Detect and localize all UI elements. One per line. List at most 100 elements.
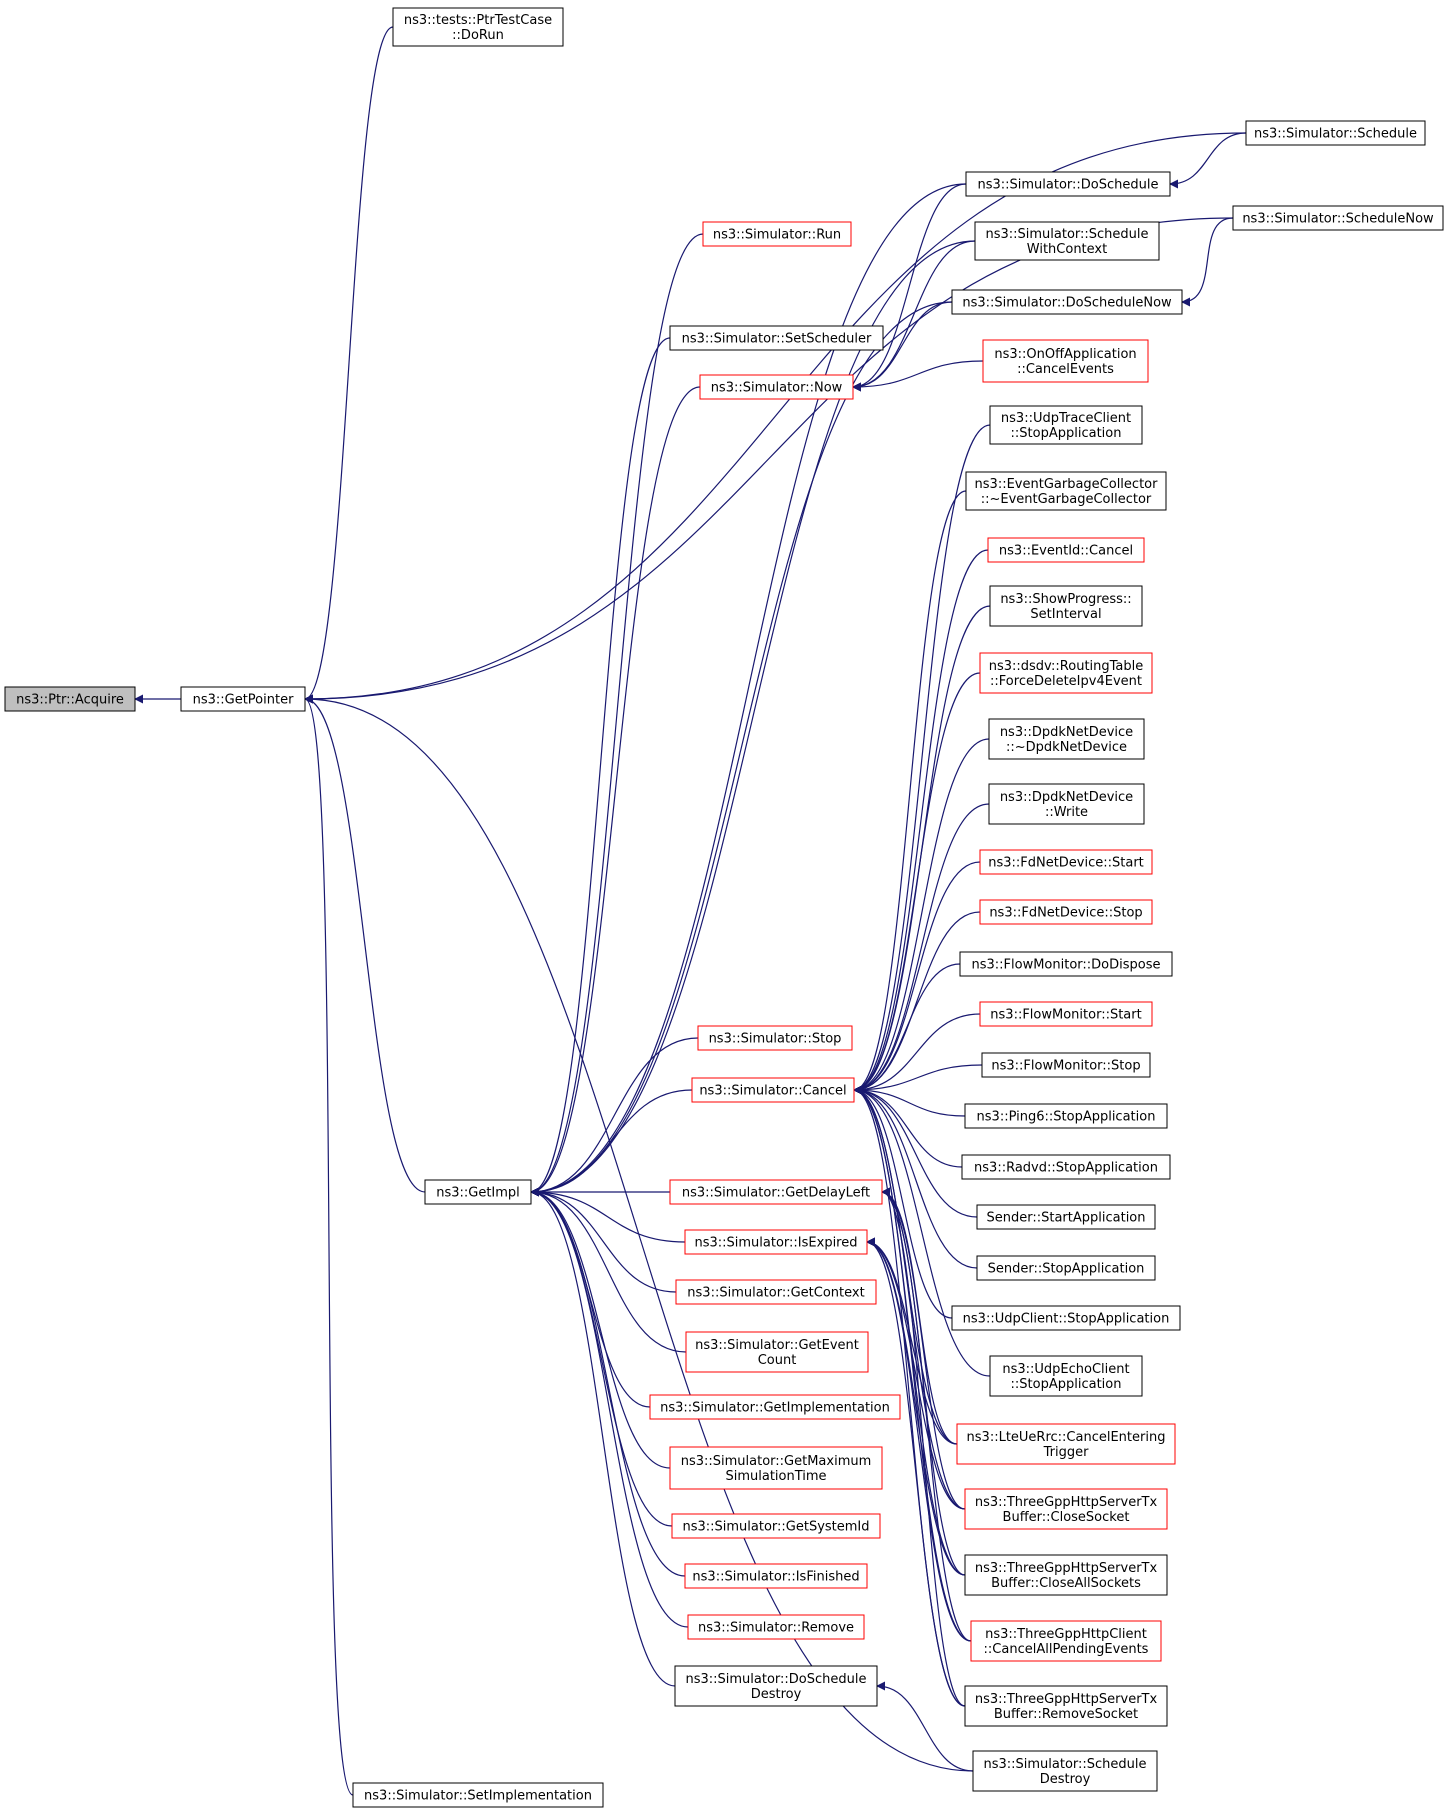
edge-dpdkwrite-to-cancel [853, 803, 990, 1095]
node-label: ::CancelEvents [1017, 362, 1114, 377]
node-label: ns3::Simulator::Schedule [985, 227, 1148, 242]
edge-doschedule-to-getimpl [530, 183, 967, 1197]
node-box [669, 1179, 883, 1205]
node-isfinished[interactable]: ns3::Simulator::IsFinished [684, 1563, 868, 1589]
node-closeall[interactable]: ns3::ThreeGppHttpServerTxBuffer::CloseAl… [964, 1554, 1168, 1596]
node-udpecho[interactable]: ns3::UdpEchoClient::StopApplication [989, 1355, 1143, 1397]
edge-setimpl-to-getpointer [304, 694, 354, 1796]
node-label: ::~EventGarbageCollector [981, 492, 1152, 507]
node-box [979, 899, 1153, 925]
node-box [989, 1355, 1143, 1397]
node-box [979, 849, 1153, 875]
node-udpclient[interactable]: ns3::UdpClient::StopApplication [951, 1305, 1181, 1331]
edge-doschedule-to-now [852, 183, 967, 392]
node-fmdispose[interactable]: ns3::FlowMonitor::DoDispose [959, 951, 1173, 977]
node-box [959, 951, 1173, 977]
edge-stop-to-getimpl [530, 1037, 699, 1197]
node-label: ::DoRun [452, 28, 504, 43]
edge-getimpl-to-getpointer [304, 694, 426, 1193]
node-ptrtest[interactable]: ns3::tests::PtrTestCase::DoRun [392, 7, 564, 47]
node-run[interactable]: ns3::Simulator::Run [702, 221, 852, 247]
node-label: ns3::FlowMonitor::Stop [991, 1059, 1140, 1074]
node-cancelpending[interactable]: ns3::ThreeGppHttpClient::CancelAllPendin… [970, 1620, 1162, 1662]
edge-dsdv-to-cancel [853, 672, 981, 1095]
edge-doscheddestroy-to-getimpl [530, 1187, 676, 1687]
node-box [702, 221, 852, 247]
node-label: ns3::dsdv::RoutingTable [989, 659, 1144, 674]
node-radvd[interactable]: ns3::Radvd::StopApplication [961, 1154, 1171, 1180]
node-label: ns3::FdNetDevice::Start [988, 856, 1144, 871]
node-getdelayleft[interactable]: ns3::Simulator::GetDelayLeft [669, 1179, 883, 1205]
node-label: ns3::EventGarbageCollector [975, 477, 1159, 492]
edge-schedule-to-getpointer [304, 132, 1247, 704]
node-eventid[interactable]: ns3::EventId::Cancel [987, 537, 1145, 563]
node-removesocket[interactable]: ns3::ThreeGppHttpServerTxBuffer::RemoveS… [964, 1685, 1168, 1727]
node-cancel[interactable]: ns3::Simulator::Cancel [691, 1077, 855, 1103]
node-schedulenow[interactable]: ns3::Simulator::ScheduleNow [1232, 205, 1444, 231]
node-label: ns3::Simulator::DoScheduleNow [962, 296, 1172, 311]
node-stop[interactable]: ns3::Simulator::Stop [697, 1025, 853, 1051]
node-box [684, 1229, 868, 1255]
node-label: ns3::UdpTraceClient [1001, 411, 1131, 426]
node-box [669, 325, 884, 351]
edge-onoff-to-now [852, 360, 984, 392]
node-schedule[interactable]: ns3::Simulator::Schedule [1245, 120, 1426, 146]
edge-removesocket-to-isexpired [866, 1237, 966, 1707]
node-getcontext[interactable]: ns3::Simulator::GetContext [675, 1279, 877, 1305]
node-getimpl[interactable]: ns3::GetImpl [424, 1179, 532, 1205]
node-fdstop[interactable]: ns3::FdNetDevice::Stop [979, 899, 1153, 925]
node-label: ns3::FdNetDevice::Stop [989, 906, 1142, 921]
node-getimplementation[interactable]: ns3::Simulator::GetImplementation [649, 1394, 901, 1420]
node-dpdkdtor[interactable]: ns3::DpdkNetDevice::~DpdkNetDevice [988, 718, 1145, 760]
node-label: ns3::FlowMonitor::DoDispose [971, 958, 1160, 973]
node-dsdv[interactable]: ns3::dsdv::RoutingTable::ForceDeleteIpv4… [979, 652, 1153, 694]
node-box [951, 289, 1183, 315]
node-showprogress[interactable]: ns3::ShowProgress::SetInterval [989, 585, 1143, 627]
node-getpointer[interactable]: ns3::GetPointer [180, 686, 306, 712]
node-fdstart[interactable]: ns3::FdNetDevice::Start [979, 849, 1153, 875]
edge-geteventcount-to-getimpl [530, 1187, 687, 1353]
node-senderstop[interactable]: Sender::StopApplication [976, 1255, 1156, 1281]
node-senderstart[interactable]: Sender::StartApplication [976, 1204, 1156, 1230]
node-isexpired[interactable]: ns3::Simulator::IsExpired [684, 1229, 868, 1255]
node-doschedule[interactable]: ns3::Simulator::DoSchedule [965, 171, 1171, 197]
node-label: Sender::StopApplication [988, 1262, 1145, 1277]
node-box [989, 405, 1143, 445]
node-label: ns3::UdpClient::StopApplication [963, 1312, 1170, 1327]
node-label: ns3::Simulator::SetScheduler [682, 332, 872, 347]
node-remove[interactable]: ns3::Simulator::Remove [687, 1614, 865, 1640]
node-getsystemid[interactable]: ns3::Simulator::GetSystemId [671, 1513, 881, 1539]
edge-dpdkdtor-to-cancel [853, 738, 990, 1095]
edge-schedulenow-to-doschedulenow [1181, 217, 1234, 307]
node-egc[interactable]: ns3::EventGarbageCollector::~EventGarbag… [965, 471, 1167, 511]
node-label: ::CancelAllPendingEvents [984, 1642, 1149, 1657]
node-now[interactable]: ns3::Simulator::Now [699, 374, 854, 400]
node-fmstop[interactable]: ns3::FlowMonitor::Stop [981, 1052, 1151, 1078]
edge-cancelpending-to-cancel [853, 1085, 972, 1642]
node-udptrace[interactable]: ns3::UdpTraceClient::StopApplication [989, 405, 1143, 445]
node-label: ns3::Simulator::IsFinished [692, 1570, 859, 1585]
node-label: ns3::LteUeRrc::CancelEntering [967, 1430, 1166, 1445]
node-closesocket[interactable]: ns3::ThreeGppHttpServerTxBuffer::CloseSo… [964, 1488, 1168, 1530]
node-label: ns3::ThreeGppHttpClient [985, 1627, 1147, 1642]
node-label: ns3::Simulator::ScheduleNow [1242, 212, 1434, 227]
node-doschedulenow[interactable]: ns3::Simulator::DoScheduleNow [951, 289, 1183, 315]
node-onoff[interactable]: ns3::OnOffApplication::CancelEvents [982, 339, 1149, 383]
node-setscheduler[interactable]: ns3::Simulator::SetScheduler [669, 325, 884, 351]
node-dpdkwrite[interactable]: ns3::DpdkNetDevice::Write [988, 783, 1145, 825]
node-ping6[interactable]: ns3::Ping6::StopApplication [964, 1103, 1168, 1129]
node-label: ns3::Simulator::DoSchedule [685, 1672, 866, 1687]
node-label: ns3::Ptr::Acquire [16, 693, 124, 708]
edge-senderstart-to-cancel [853, 1085, 978, 1218]
node-fmstart[interactable]: ns3::FlowMonitor::Start [979, 1001, 1153, 1027]
node-label: ::Write [1045, 805, 1088, 820]
node-setimpl[interactable]: ns3::Simulator::SetImplementation [352, 1782, 604, 1808]
node-label: ns3::UdpEchoClient [1002, 1362, 1129, 1377]
